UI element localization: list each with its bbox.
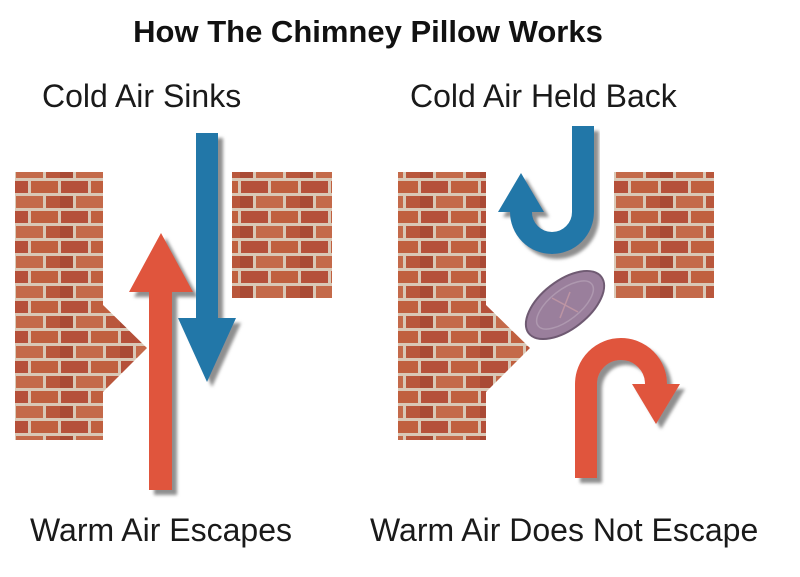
left-upper-wall — [232, 172, 332, 298]
cold-air-held-back-arrow — [498, 126, 594, 254]
right-upper-wall — [614, 172, 714, 298]
warm-air-escapes-label: Warm Air Escapes — [30, 512, 292, 548]
warm-air-up-arrow — [129, 233, 193, 490]
chimney-pillow — [524, 269, 606, 341]
cold-air-sinks-label: Cold Air Sinks — [42, 78, 242, 114]
right-chimney-wall — [398, 172, 530, 440]
right-panel — [398, 126, 714, 478]
warm-air-blocked-arrow — [575, 338, 680, 478]
cold-air-held-back-label: Cold Air Held Back — [410, 78, 677, 114]
left-chimney-wall — [15, 172, 147, 440]
cold-air-down-arrow — [178, 133, 236, 382]
left-panel — [15, 133, 332, 490]
page-title: How The Chimney Pillow Works — [133, 14, 603, 49]
warm-air-does-not-escape-label: Warm Air Does Not Escape — [370, 512, 759, 548]
